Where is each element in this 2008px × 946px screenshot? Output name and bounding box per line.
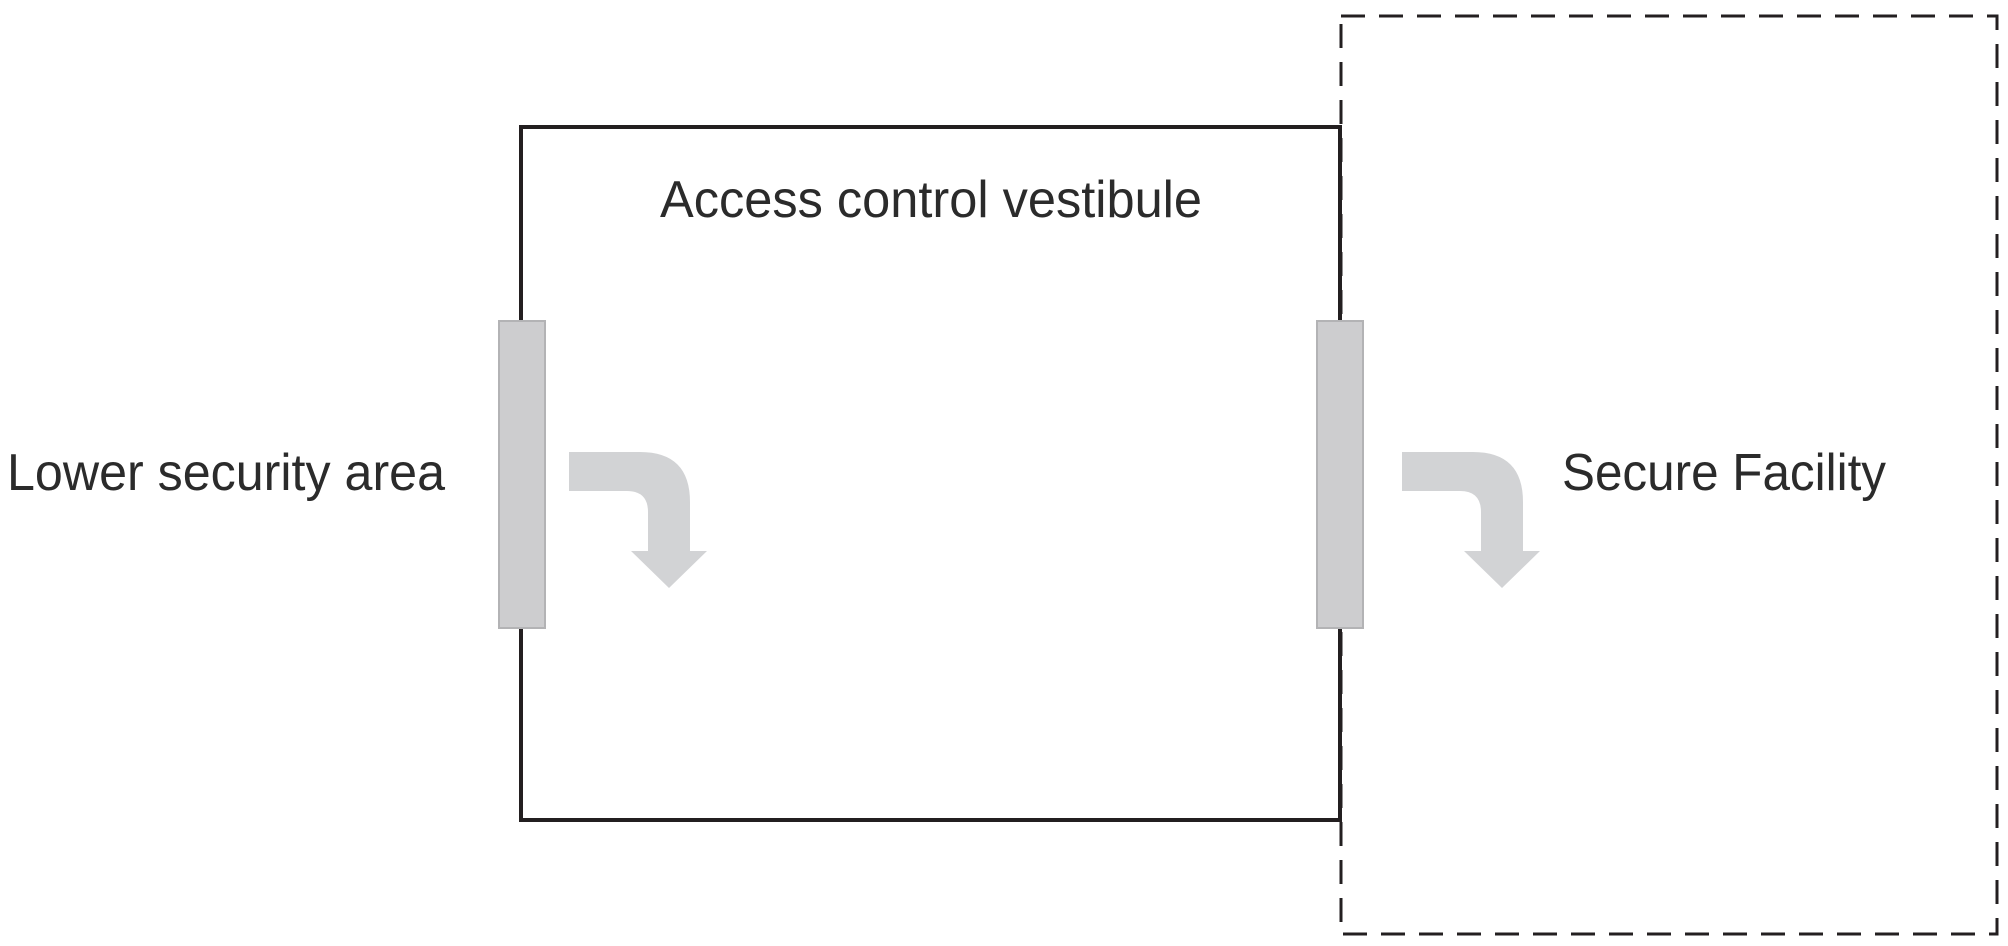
left-entry-arrow-icon: [569, 452, 707, 588]
secure-facility-label: Secure Facility: [1562, 444, 1886, 502]
secure-facility-boundary: [1339, 14, 1999, 936]
right-entry-arrow-icon: [1402, 452, 1540, 588]
lower-security-area-label: Lower security area: [7, 444, 445, 502]
right-door: [1316, 320, 1364, 629]
vestibule-label: Access control vestibule: [660, 171, 1202, 229]
left-door: [498, 320, 546, 629]
